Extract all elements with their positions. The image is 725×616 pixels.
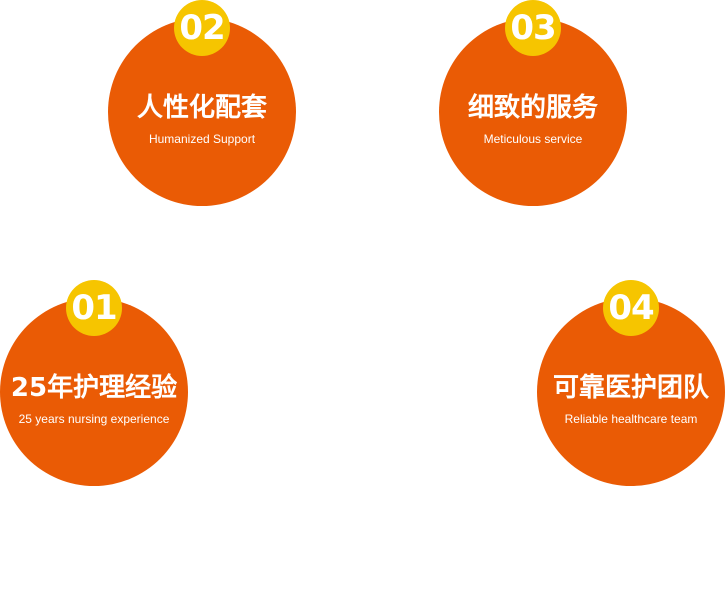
feature-meticulous-service: 03 细致的服务 Meticulous service	[439, 0, 627, 206]
feature-number-badge: 01	[66, 280, 122, 336]
feature-subtitle: Humanized Support	[148, 132, 256, 146]
feature-title: 25年护理经验	[10, 373, 178, 403]
feature-subtitle: Meticulous service	[483, 132, 583, 146]
feature-humanized-support: 02 人性化配套 Humanized Support	[108, 0, 296, 206]
feature-title: 人性化配套	[136, 93, 267, 123]
feature-nursing-experience: 01 25年护理经验 25 years nursing experience	[0, 280, 188, 486]
feature-number-badge: 04	[603, 280, 659, 336]
feature-number-badge: 02	[174, 0, 230, 56]
feature-subtitle: Reliable healthcare team	[564, 412, 698, 426]
feature-subtitle: 25 years nursing experience	[18, 412, 170, 426]
feature-number-badge: 03	[505, 0, 561, 56]
feature-title: 细致的服务	[467, 93, 598, 123]
feature-title: 可靠医护团队	[552, 373, 709, 403]
feature-healthcare-team: 04 可靠医护团队 Reliable healthcare team	[537, 280, 725, 486]
